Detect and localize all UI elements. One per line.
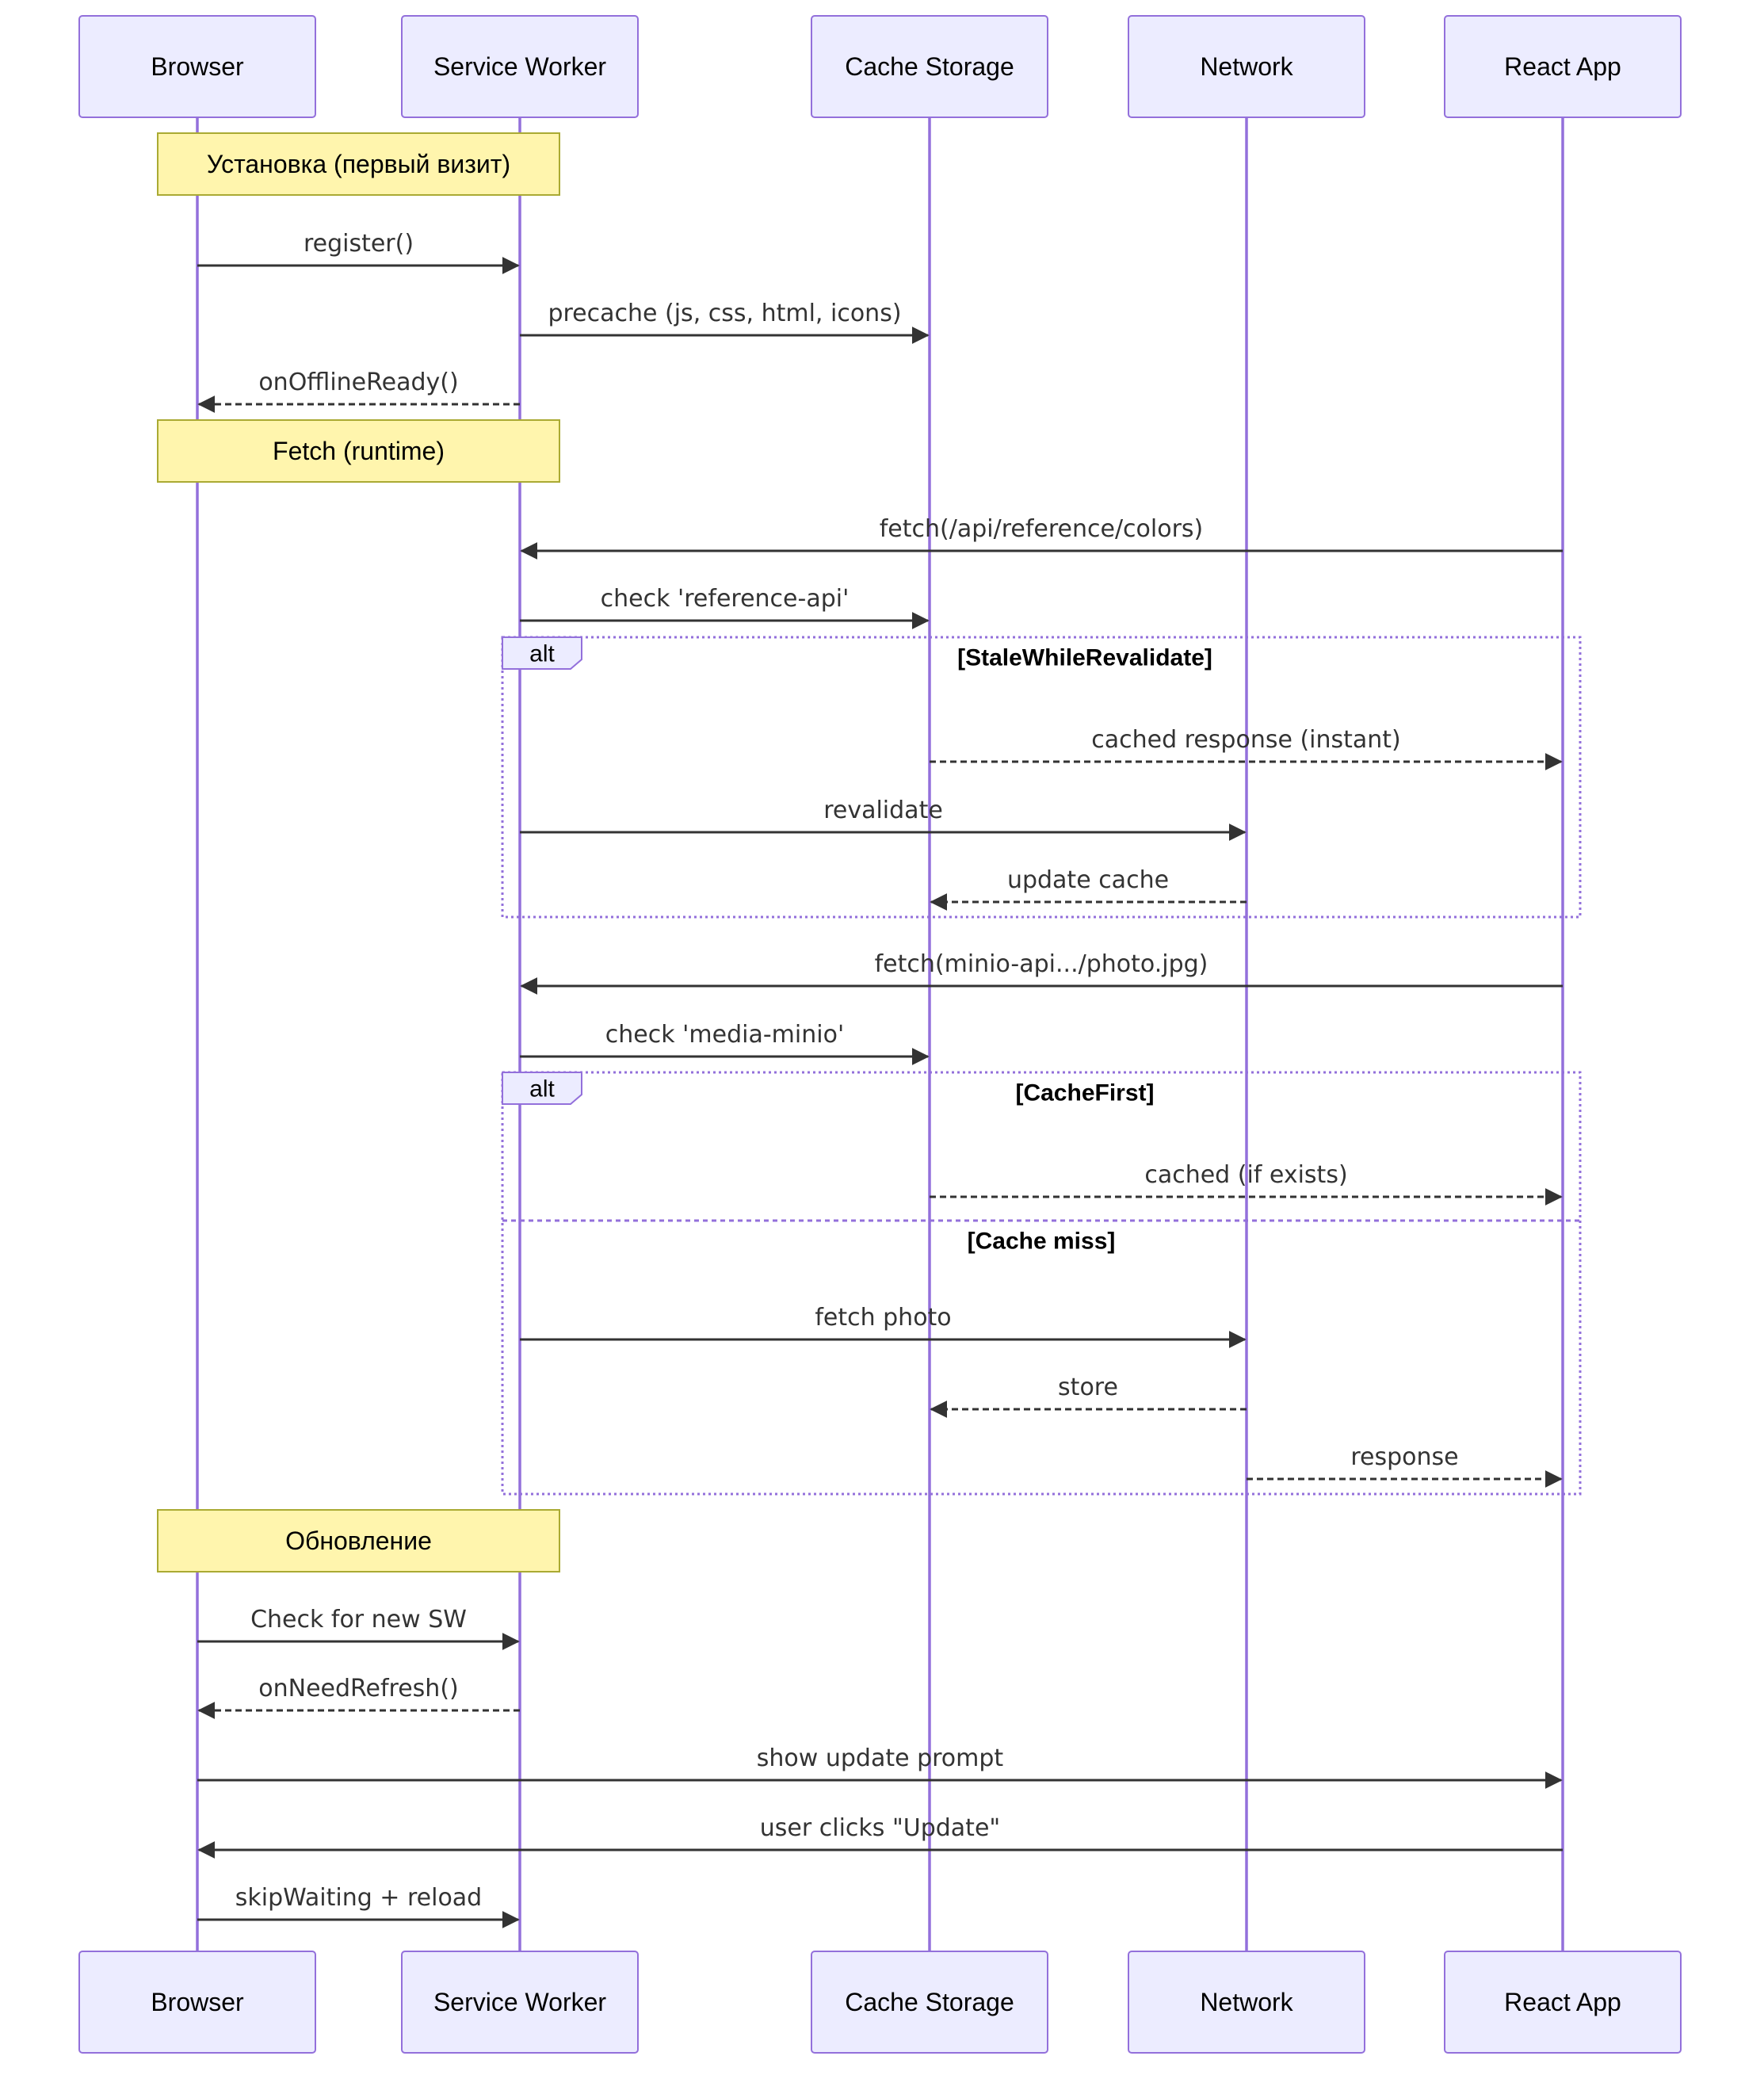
message-label: user clicks "Update" (760, 1814, 1000, 1842)
message-label: fetch(minio-api.../photo.jpg) (875, 950, 1208, 978)
note-box (157, 419, 560, 483)
message-label: cached (if exists) (1144, 1161, 1347, 1189)
actor-browser-top: Browser (78, 15, 316, 118)
message: show update prompt (197, 1744, 1563, 1789)
message-label: skipWaiting + reload (235, 1884, 482, 1912)
message: revalidate (520, 797, 1247, 841)
message-label: Check for new SW (250, 1606, 467, 1634)
message: Check for new SW (197, 1606, 520, 1650)
message: fetch(/api/reference/colors) (520, 515, 1563, 560)
actor-network-bottom: Network (1128, 1951, 1365, 2054)
actor-label: Cache Storage (845, 52, 1014, 81)
message-label: fetch photo (815, 1304, 951, 1332)
actor-box (401, 1951, 639, 2054)
actor-react-top: React App (1444, 15, 1682, 118)
frame-else-condition: [Cache miss] (968, 1229, 1116, 1255)
actor-box (1444, 1951, 1682, 2054)
message: fetch photo (520, 1304, 1247, 1348)
note: Обновление (157, 1509, 560, 1572)
message: update cache (930, 866, 1247, 911)
actor-label: Network (1200, 1988, 1293, 2016)
message: register() (197, 230, 520, 274)
message: onOfflineReady() (197, 369, 520, 413)
message: onNeedRefresh() (197, 1675, 520, 1719)
message-label: register() (304, 230, 414, 258)
message: cached (if exists) (930, 1161, 1563, 1206)
message-label: onNeedRefresh() (258, 1675, 458, 1702)
actor-box (1444, 15, 1682, 118)
actor-box (78, 15, 316, 118)
note: Установка (первый визит) (157, 132, 560, 196)
actor-network-top: Network (1128, 15, 1365, 118)
message-label: response (1350, 1443, 1458, 1471)
actor-box (401, 15, 639, 118)
note-box (157, 132, 560, 196)
note-box (157, 1509, 560, 1572)
actor-label: Browser (151, 52, 244, 81)
actor-box (1128, 1951, 1365, 2054)
message: skipWaiting + reload (197, 1884, 520, 1928)
actor-label: Network (1200, 52, 1293, 81)
message-label: onOfflineReady() (258, 369, 458, 396)
actor-label: Service Worker (433, 1988, 606, 2016)
message: check 'media-minio' (520, 1021, 930, 1065)
message-label: store (1058, 1374, 1118, 1401)
actor-box (78, 1951, 316, 2054)
actor-box (811, 1951, 1048, 2054)
actor-label: React App (1504, 52, 1621, 81)
message-label: revalidate (823, 797, 943, 824)
note: Fetch (runtime) (157, 419, 560, 483)
alt-frame: alt [StaleWhileRevalidate] (501, 636, 1582, 919)
message-label: precache (js, css, html, icons) (548, 300, 901, 327)
message-label: fetch(/api/reference/colors) (880, 515, 1204, 543)
message: fetch(minio-api.../photo.jpg) (520, 950, 1563, 995)
note-text: Обновление (285, 1527, 432, 1555)
message: user clicks "Update" (197, 1814, 1563, 1859)
message: store (930, 1374, 1247, 1418)
frame-border (501, 636, 1582, 919)
message: response (1247, 1443, 1563, 1488)
alt-frame: alt [CacheFirst] [Cache miss] (501, 1071, 1582, 1496)
note-text: Установка (первый визит) (207, 150, 510, 178)
actor-label: Service Worker (433, 52, 606, 81)
message-label: check 'reference-api' (601, 585, 850, 613)
actor-sw-top: Service Worker (401, 15, 639, 118)
actor-label: Browser (151, 1988, 244, 2016)
message-label: cached response (instant) (1091, 726, 1401, 754)
message-label: show update prompt (757, 1744, 1004, 1772)
frame-condition: [StaleWhileRevalidate] (957, 645, 1212, 671)
frame-border (501, 1071, 1582, 1496)
message: check 'reference-api' (520, 585, 930, 629)
frame-label: alt (529, 641, 555, 667)
frame-condition: [CacheFirst] (1015, 1080, 1154, 1106)
message: cached response (instant) (930, 726, 1563, 770)
frame-tab (502, 1072, 582, 1105)
actor-react-bottom: React App (1444, 1951, 1682, 2054)
message-label: check 'media-minio' (605, 1021, 844, 1049)
message: precache (js, css, html, icons) (520, 300, 930, 344)
actor-label: Cache Storage (845, 1988, 1014, 2016)
note-text: Fetch (runtime) (273, 437, 445, 465)
actor-cache-top: Cache Storage (811, 15, 1048, 118)
actor-sw-bottom: Service Worker (401, 1951, 639, 2054)
actor-label: React App (1504, 1988, 1621, 2016)
actor-browser-bottom: Browser (78, 1951, 316, 2054)
actor-cache-bottom: Cache Storage (811, 1951, 1048, 2054)
actor-box (1128, 15, 1365, 118)
frame-tab (502, 636, 582, 670)
message-label: update cache (1007, 866, 1169, 894)
actor-box (811, 15, 1048, 118)
frame-label: alt (529, 1076, 555, 1102)
